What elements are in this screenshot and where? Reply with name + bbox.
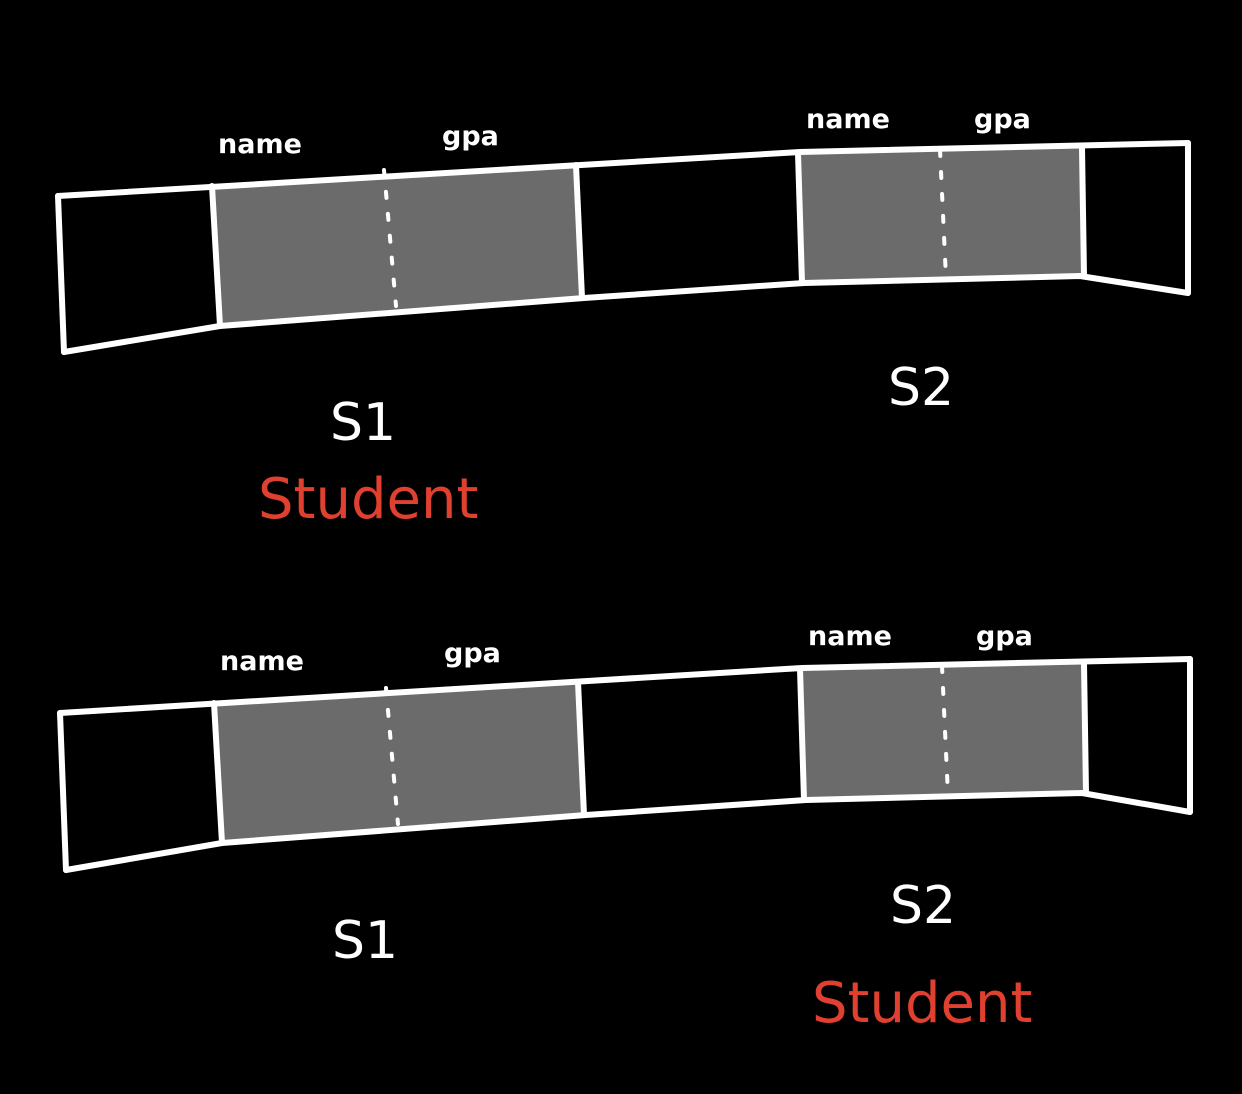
field-separator xyxy=(938,148,948,280)
s2-variable-label: S2 xyxy=(890,876,956,936)
memory-panel-1: name gpa name gpa S1 S2 Student xyxy=(55,104,1191,532)
memory-strip-bottom xyxy=(61,273,1191,355)
s1-object-block xyxy=(214,680,586,843)
s2-name-label: name xyxy=(808,621,892,652)
cell-divider xyxy=(797,666,807,803)
strip-edge-left xyxy=(57,710,69,873)
cell-divider xyxy=(1079,145,1087,279)
strip-edge-left xyxy=(55,193,67,355)
s1-gpa-label: gpa xyxy=(442,121,499,152)
cell-divider xyxy=(209,183,223,329)
s1-object-block xyxy=(212,163,584,326)
s1-name-label: name xyxy=(218,129,302,160)
field-separator xyxy=(940,664,950,797)
field-separator xyxy=(382,168,398,308)
memory-panel-2: name gpa name gpa S1 S2 Student xyxy=(57,621,1193,1036)
cell-divider xyxy=(211,700,225,846)
s2-gpa-label: gpa xyxy=(976,621,1033,652)
cell-divider xyxy=(573,162,585,301)
student-type-label: Student xyxy=(258,467,478,532)
s2-gpa-label: gpa xyxy=(974,104,1031,135)
student-type-label: Student xyxy=(812,971,1032,1036)
s1-gpa-label: gpa xyxy=(444,638,501,669)
field-separator xyxy=(384,686,400,826)
s2-name-label: name xyxy=(806,104,890,135)
memory-strip-bottom xyxy=(63,790,1193,873)
cell-divider xyxy=(575,679,587,818)
s1-variable-label: S1 xyxy=(332,911,398,971)
s1-variable-label: S1 xyxy=(330,393,396,453)
cell-divider xyxy=(795,150,805,286)
s1-name-label: name xyxy=(220,646,304,677)
cell-divider xyxy=(1081,661,1089,796)
s2-variable-label: S2 xyxy=(888,358,954,418)
